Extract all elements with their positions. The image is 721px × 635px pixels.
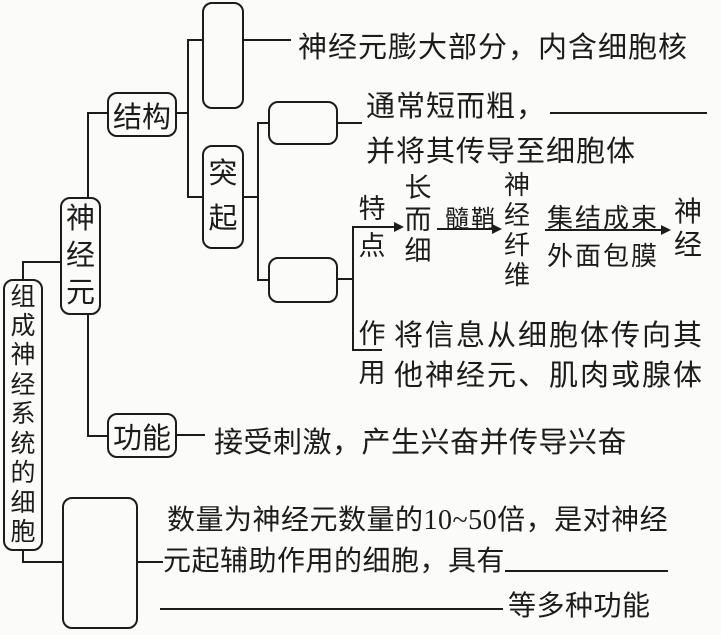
axon-bracket-v xyxy=(352,226,354,351)
dendrite-note-line1: 通常短而粗， xyxy=(366,91,547,123)
function-label: 功能 xyxy=(112,422,171,455)
dendrite-answer-blank xyxy=(550,112,707,114)
process-label: 突起 xyxy=(208,158,238,235)
cell-body-note: 神经元膨大部分，内含细胞核 xyxy=(298,32,689,64)
bundle-arrowhead-icon xyxy=(661,225,671,235)
axon-role-label: 作用 xyxy=(358,319,386,388)
myelin-arrow-line xyxy=(437,228,494,230)
neuron-box: 神经元 xyxy=(60,197,101,315)
axon-feature-end: 神经 xyxy=(673,197,702,261)
structure-box: 结构 xyxy=(107,92,177,137)
glia-note-line1: 数量为神经元数量的10~50倍，是对神经 xyxy=(167,505,669,536)
connector-process-trunk-h xyxy=(244,196,258,198)
myelin-arrowhead-icon xyxy=(492,224,502,234)
connector-root-glia-v xyxy=(22,550,24,563)
cell-body-blank-box xyxy=(202,2,244,109)
connector-neuron-function-v xyxy=(87,315,89,437)
axon-role-arm-line xyxy=(352,349,382,351)
connector-trunk-process-stub xyxy=(187,196,202,198)
glia-answer-blank-2 xyxy=(160,608,503,610)
axon-role-line1: 将信息从细胞体传向其 xyxy=(394,320,705,352)
glia-note-line2: 元起辅助作用的细胞，具有 xyxy=(163,546,506,577)
axon-role-line2: 他神经元、肌肉或腺体 xyxy=(394,360,705,392)
axon-feature-arrowhead-icon xyxy=(394,222,404,232)
connector-neuron-structure-v xyxy=(87,112,89,197)
dendrite-blank-box xyxy=(268,101,338,145)
root-cells-box: 组成神经系统的细胞 xyxy=(3,279,43,551)
connector-function-note-dash xyxy=(177,434,205,436)
connector-root-neuron-h xyxy=(22,261,60,263)
axon-feature-arrow-line xyxy=(352,226,396,228)
bundle-arrow-label-top: 集结成束 xyxy=(547,204,660,233)
myelin-arrow-label: 髓鞘 xyxy=(445,207,497,233)
connector-cellbody-note-dash xyxy=(244,39,291,41)
root-cells-label: 组成神经系统的细胞 xyxy=(10,283,36,546)
axon-blank-box xyxy=(268,257,338,303)
process-box: 突起 xyxy=(202,145,244,249)
connector-trunk-axon-stub xyxy=(257,279,268,281)
glia-answer-blank-1 xyxy=(505,570,668,572)
connector-root-neuron-v xyxy=(22,261,24,281)
connector-root-glia-h xyxy=(22,561,62,563)
connector-axon-bracket-dash xyxy=(338,278,353,280)
axon-feature-start: 长而细 xyxy=(404,173,432,266)
function-note: 接受刺激，产生兴奋并传导兴奋 xyxy=(214,427,628,459)
neuron-label: 神经元 xyxy=(65,202,95,309)
connector-structure-trunk-h xyxy=(177,112,188,114)
glia-blank-box xyxy=(62,497,138,629)
connector-dendrite-note-dash xyxy=(338,122,362,124)
axon-feature-label: 特点 xyxy=(358,194,386,261)
connector-structure-trunk-v xyxy=(187,39,189,198)
function-box: 功能 xyxy=(107,413,177,458)
bundle-arrow-line xyxy=(545,229,663,231)
connector-glia-note-dash xyxy=(138,561,163,563)
connector-neuron-structure-h xyxy=(87,112,107,114)
axon-feature-mid: 神经纤维 xyxy=(503,171,530,290)
connector-neuron-function-h xyxy=(87,435,107,437)
structure-label: 结构 xyxy=(112,101,171,134)
dendrite-note-line2: 并将其传导至细胞体 xyxy=(366,136,637,168)
connector-process-trunk-v xyxy=(257,122,259,281)
bundle-arrow-label-bottom: 外面包膜 xyxy=(547,242,660,271)
connector-trunk-dendrite-stub xyxy=(257,122,268,124)
connector-trunk-cellbody-stub xyxy=(187,39,202,41)
glia-note-line3: 等多种功能 xyxy=(508,591,651,622)
